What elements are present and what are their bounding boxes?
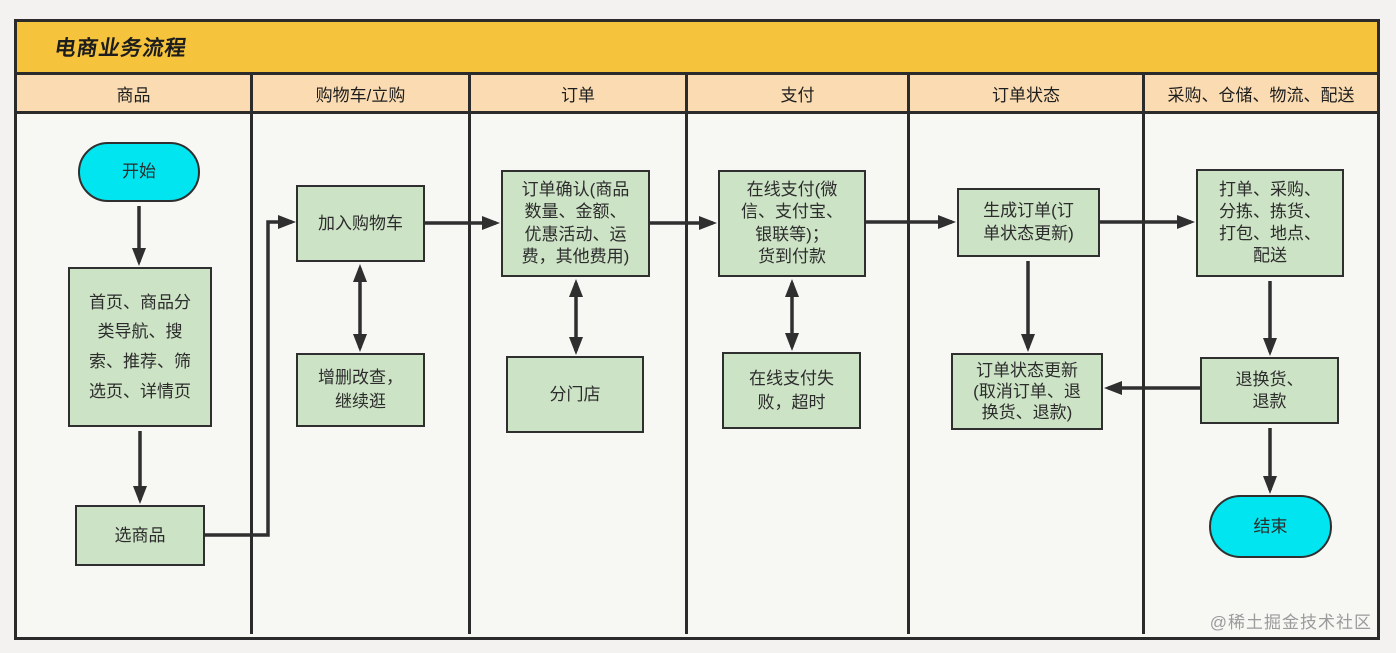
lane-body — [17, 114, 1377, 634]
watermark: @稀土掘金技术社区 — [1209, 613, 1372, 632]
node-fulfillment: 打单、采购、 分拣、拣货、 打包、地点、 配送 — [1196, 169, 1344, 277]
node-start: 开始 — [78, 142, 200, 202]
lane-header-row: 商品 购物车/立购 订单 支付 订单状态 采购、仓储、物流、配送 — [17, 75, 1377, 114]
node-pay-fail: 在线支付失 败，超时 — [722, 352, 861, 429]
lane-payment — [685, 114, 907, 634]
node-select-goods: 选商品 — [75, 505, 205, 566]
node-browse-pages: 首页、商品分 类导航、搜 索、推荐、筛 选页、详情页 — [68, 267, 212, 427]
flowchart-frame: 电商业务流程 商品 购物车/立购 订单 支付 订单状态 采购、仓储、物流、配送 — [14, 19, 1380, 640]
lane-header-logistics: 采购、仓储、物流、配送 — [1142, 75, 1377, 111]
node-end: 结束 — [1209, 495, 1332, 558]
lane-header-order: 订单 — [468, 75, 685, 111]
diagram-title-bar: 电商业务流程 — [17, 22, 1377, 75]
node-cart-crud: 增删改查， 继续逛 — [296, 353, 425, 427]
node-return-refund: 退换货、 退款 — [1200, 357, 1339, 424]
node-generate-order: 生成订单(订 单状态更新) — [957, 188, 1100, 257]
node-add-to-cart: 加入购物车 — [296, 185, 425, 262]
lane-header-cart: 购物车/立购 — [250, 75, 468, 111]
lane-header-payment: 支付 — [685, 75, 907, 111]
node-order-status-update: 订单状态更新 (取消订单、退 换货、退款) — [951, 353, 1103, 430]
node-split-store: 分门店 — [506, 356, 644, 433]
node-online-pay: 在线支付(微 信、支付宝、 银联等)； 货到付款 — [718, 170, 866, 277]
node-order-confirm: 订单确认(商品 数量、金额、 优惠活动、运 费，其他费用) — [501, 170, 650, 277]
lane-order-status — [907, 114, 1142, 634]
lane-logistics — [1142, 114, 1377, 634]
diagram-title: 电商业务流程 — [52, 37, 189, 60]
lane-header-goods: 商品 — [116, 85, 151, 105]
lane-order — [468, 114, 685, 634]
lane-header-order-status: 订单状态 — [907, 75, 1142, 111]
